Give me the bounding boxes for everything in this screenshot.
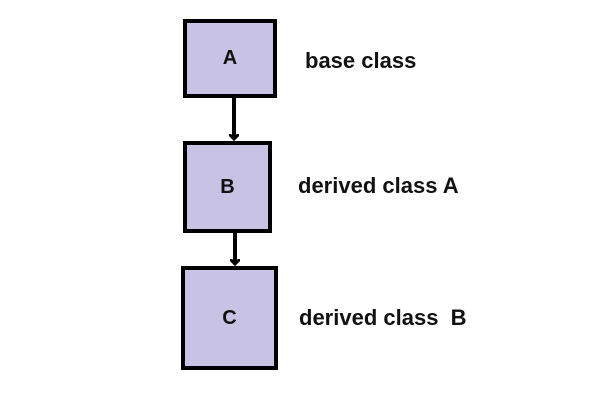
node-a-label: A <box>222 47 238 69</box>
node-c: C <box>181 266 278 370</box>
node-c-label: C <box>222 306 237 329</box>
node-a-description: base class <box>305 48 417 73</box>
node-b: B <box>183 141 272 233</box>
node-a: A <box>183 19 277 98</box>
node-b-label: B <box>220 175 235 198</box>
node-b-description: derived class A <box>298 173 459 198</box>
node-c-description: derived class B <box>299 305 467 330</box>
